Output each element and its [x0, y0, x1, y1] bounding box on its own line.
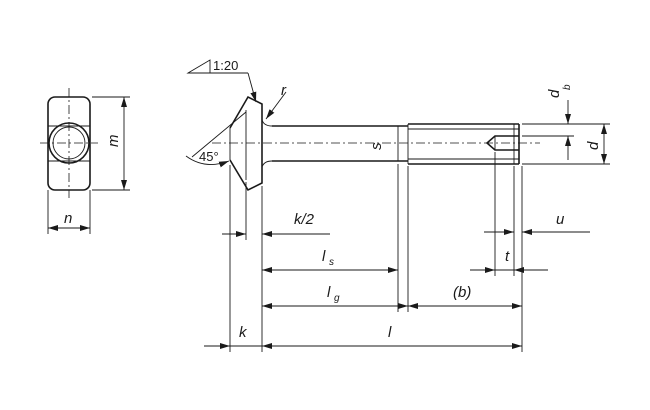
l-label: l — [388, 324, 392, 341]
angle-arc — [185, 155, 230, 168]
k-label: k — [239, 324, 248, 341]
lg-label: l — [327, 284, 331, 301]
end-view: m n — [40, 88, 130, 234]
n-label: n — [64, 210, 72, 227]
head-outline-side — [229, 95, 263, 192]
taper-label: 1:20 — [213, 58, 238, 73]
ls-label: l — [322, 248, 326, 265]
side-view: s 1:20 r 45° d b d — [185, 58, 610, 352]
r-leader — [265, 91, 287, 120]
u-label: u — [556, 211, 565, 228]
b-label: (b) — [453, 284, 471, 301]
fillet-r-bottom — [261, 160, 273, 168]
lg-label-sub: g — [334, 293, 340, 304]
taper-leader — [247, 72, 257, 103]
m-label: m — [105, 135, 122, 148]
ls-label-sub: s — [329, 257, 334, 268]
khalf-label: k/2 — [294, 211, 315, 228]
db-label-sub: b — [562, 84, 573, 90]
taper-symbol — [186, 59, 211, 74]
angle-extension — [191, 111, 247, 158]
t-label: t — [505, 248, 510, 265]
d-label: d — [585, 141, 602, 150]
angle-label: 45° — [199, 149, 219, 164]
r-label: r — [281, 82, 287, 99]
db-label: d — [546, 89, 563, 98]
fillet-r-top — [261, 119, 273, 127]
s-label: s — [368, 142, 385, 150]
